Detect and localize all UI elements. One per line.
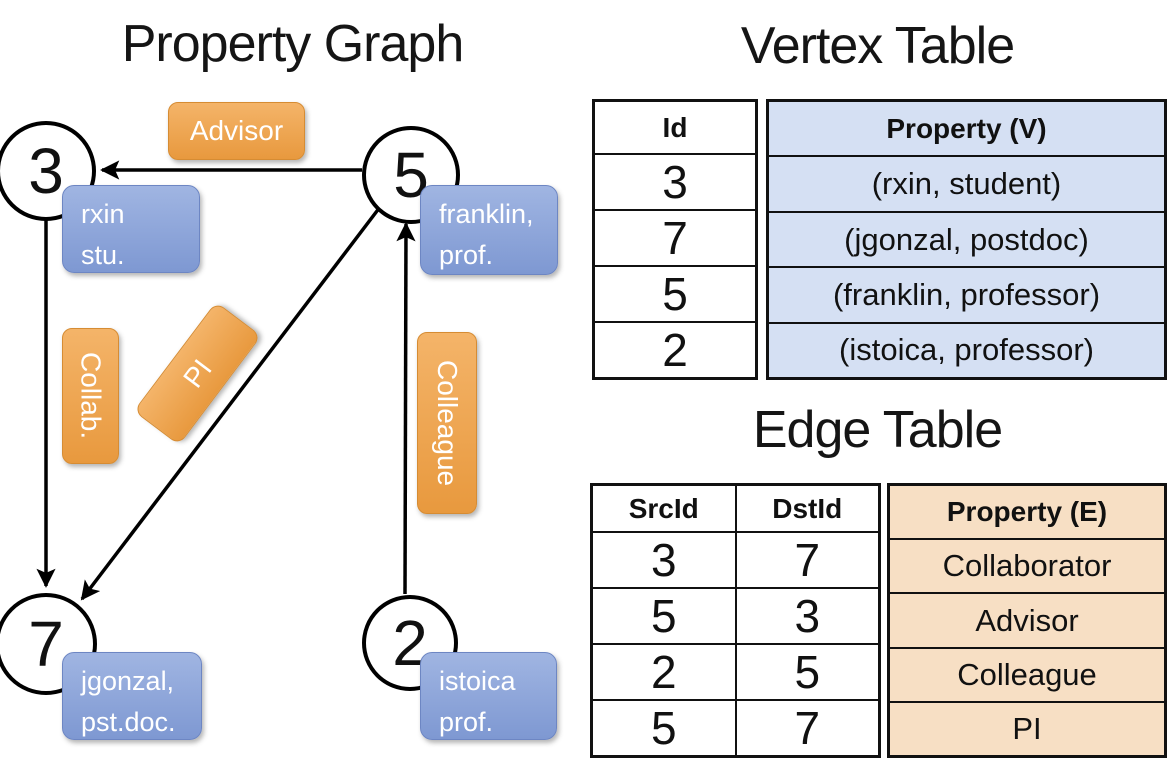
vertex-property-box-7: jgonzal, pst.doc. (62, 652, 202, 740)
edge-table-title: Edge Table (752, 401, 1003, 459)
edge-label-colleague: Colleague (417, 332, 477, 514)
vertex-table-id-column: Id 3 7 5 2 (592, 99, 758, 380)
graph-edges-svg (36, 160, 416, 601)
edge-table-cell-dstid: 3 (794, 590, 821, 642)
vertex-table-header-property: Property (V) (886, 112, 1047, 144)
edge-table-cell-srcid: 2 (593, 645, 737, 699)
vertex-table-title: Vertex Table (740, 17, 1015, 75)
property-graph-title: Property Graph (121, 15, 465, 73)
vertex-prop-line: prof. (439, 706, 494, 737)
edge-table-cell-property: Collaborator (890, 538, 1164, 592)
edge-line-pi-5-to-7 (80, 205, 382, 601)
vertex-prop-line: jgonzal, (81, 666, 175, 696)
vertex-table-cell-id: 2 (595, 321, 755, 377)
vertex-prop-line: stu. (81, 239, 125, 270)
node-id-label: 3 (28, 135, 64, 207)
edge-table-header-srcid: SrcId (593, 486, 737, 531)
edge-table-cell-dstid: 7 (794, 702, 821, 754)
edge-label-collab: Collab. (62, 328, 119, 464)
vertex-prop-line: franklin, (439, 199, 534, 229)
vertex-property-box-5: franklin, prof. (420, 185, 558, 275)
edge-table-cell-property: Advisor (890, 592, 1164, 646)
vertex-property-box-3: rxin stu. (62, 185, 200, 273)
vertex-property-box-2: istoica prof. (420, 652, 557, 740)
vertex-table-cell-property: (franklin, professor) (769, 266, 1164, 321)
edge-table-header-dstid: DstId (772, 492, 843, 524)
vertex-table-cell-property: (rxin, student) (769, 155, 1164, 210)
vertex-table-cell-property: (istoica, professor) (769, 321, 1164, 377)
vertex-table-property-column: Property (V) (rxin, student) (jgonzal, p… (766, 99, 1167, 380)
edge-table-cell-srcid: 5 (593, 701, 737, 755)
edge-table-cell-srcid: 3 (593, 533, 737, 587)
edge-table-cell-dstid: 7 (794, 534, 821, 586)
edge-table-cell-property: PI (890, 700, 1164, 755)
edge-table-cell-dstid: 5 (794, 646, 821, 698)
node-id-label: 7 (28, 608, 64, 680)
vertex-prop-line: rxin (81, 199, 125, 229)
vertex-table-header-id: Id (662, 111, 688, 143)
edge-line-colleague-2-to-5 (396, 222, 416, 595)
vertex-prop-line: prof. (439, 239, 494, 270)
edge-label-advisor: Advisor (168, 102, 305, 160)
vertex-table-cell-property: (jgonzal, postdoc) (769, 210, 1164, 266)
vertex-prop-line: istoica (439, 666, 516, 696)
edge-table-cell-property: Colleague (890, 646, 1164, 701)
edge-table-header-property: Property (E) (946, 496, 1108, 528)
edge-table-cell-srcid: 5 (593, 589, 737, 643)
edge-table-id-columns: SrcId DstId 3 7 5 3 2 5 5 7 (590, 483, 881, 758)
vertex-table-cell-id: 3 (595, 153, 755, 209)
edge-table-property-column: Property (E) Collaborator Advisor Collea… (887, 483, 1167, 758)
vertex-table-cell-id: 7 (595, 209, 755, 265)
vertex-prop-line: pst.doc. (81, 706, 176, 737)
vertex-table-cell-id: 5 (595, 265, 755, 321)
